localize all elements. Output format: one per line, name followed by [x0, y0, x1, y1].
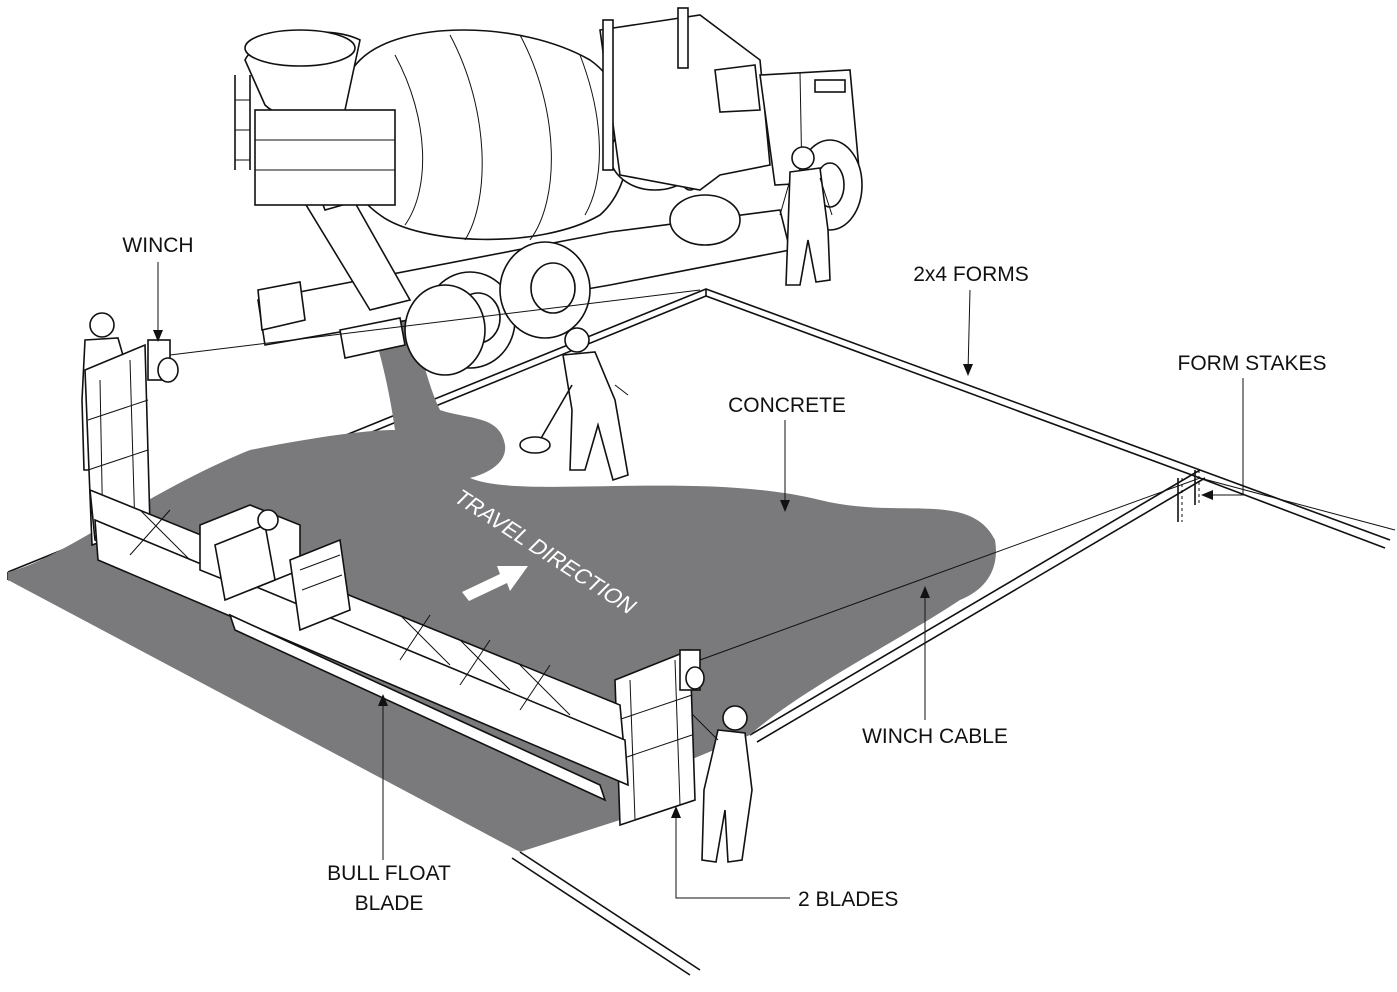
worker-with-shovel [519, 327, 629, 482]
label-form-stakes: FORM STAKES [1178, 352, 1327, 375]
worker-right-winch [689, 705, 753, 863]
bull-float-screed [84, 339, 705, 827]
label-blade: BLADE [355, 892, 424, 915]
label-winch-cable: WINCH CABLE [862, 725, 1008, 748]
leader-lines [153, 262, 1244, 899]
form-stakes [1177, 470, 1200, 522]
label-2x4-forms: 2x4 FORMS [913, 263, 1029, 286]
label-bull-float: BULL FLOAT [327, 862, 451, 885]
label-winch: WINCH [122, 234, 193, 257]
label-2-blades: 2 BLADES [798, 888, 898, 911]
mixer-truck [234, 7, 863, 376]
worker-near-truck [779, 146, 833, 286]
winch-cables [169, 289, 1201, 661]
travel-direction-arrow-icon [462, 566, 528, 601]
label-concrete: CONCRETE [728, 394, 846, 417]
